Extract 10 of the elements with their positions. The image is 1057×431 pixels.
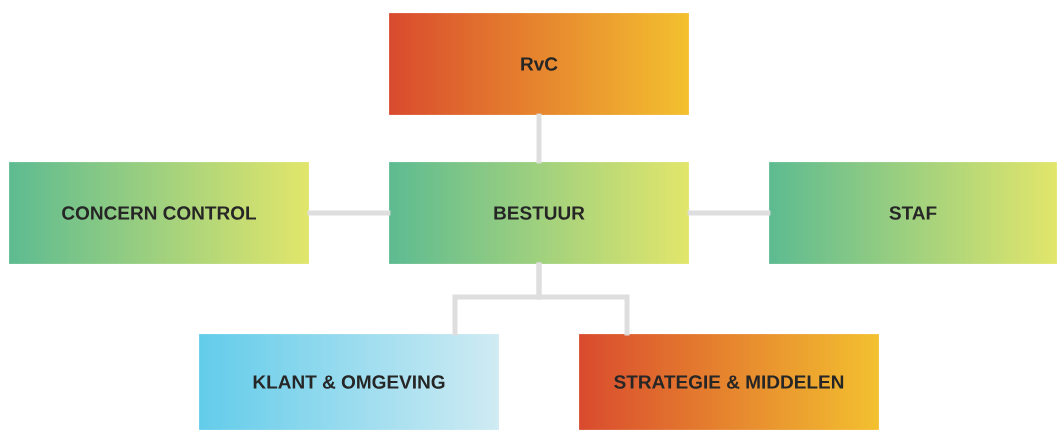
org-box: STAF (768, 161, 1057, 265)
org-box: STRATEGIE & MIDDELEN (578, 333, 880, 431)
connector-line (307, 210, 391, 216)
org-box: KLANT & OMGEVING (198, 333, 500, 431)
org-box: CONCERN CONTROL (8, 161, 310, 265)
connector-line (536, 113, 542, 164)
connector-line (536, 262, 630, 336)
org-box: BESTUUR (388, 161, 690, 265)
connector-line (687, 210, 771, 216)
org-box: RvC (388, 12, 690, 116)
